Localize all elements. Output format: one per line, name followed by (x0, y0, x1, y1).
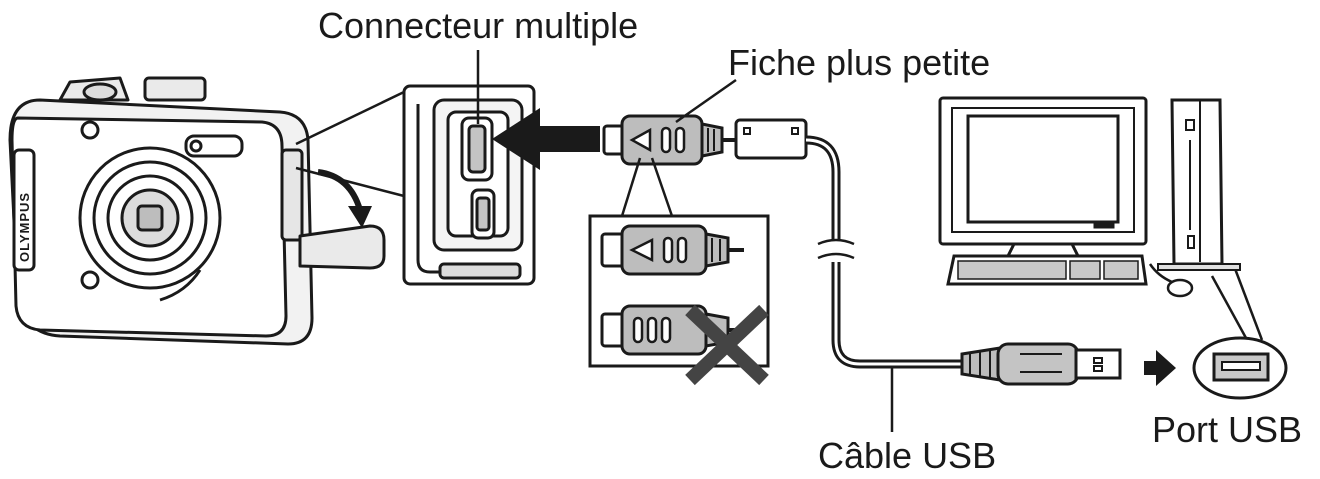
computer-mouse (1148, 263, 1194, 298)
computer-keyboard (946, 254, 1148, 286)
usb-a-plug (960, 342, 1122, 386)
usb-port-callout-lines (1210, 265, 1264, 341)
comparison-callout-lines (620, 157, 674, 217)
open-door-arrow-icon (317, 169, 372, 228)
small-plug-connector (602, 114, 808, 166)
camera-brand-text: OLYMPUS (17, 192, 32, 262)
small-plug-label: Fiche plus petite (728, 42, 991, 83)
port-closeup-inset (402, 84, 536, 286)
insert-arrow-icon (492, 108, 600, 170)
computer-tower (1157, 98, 1241, 271)
wrong-plug (600, 304, 744, 356)
small-plug-leader (675, 78, 737, 124)
callout-lines (295, 90, 405, 198)
usb-port-label: Port USB (1152, 409, 1303, 450)
arrow-right-icon (1144, 350, 1176, 386)
multi-connector-label: Connecteur multiple (318, 5, 639, 46)
camera (8, 76, 386, 346)
cross-icon (685, 304, 769, 386)
usb-port-closeup (1192, 336, 1288, 400)
plug-comparison-box (588, 214, 770, 368)
usb-cable-label: Câble USB (818, 435, 997, 476)
break-mark-icon (817, 238, 855, 260)
correct-plug (600, 224, 744, 276)
usb-cable-line (805, 135, 962, 369)
computer-monitor (938, 96, 1148, 258)
